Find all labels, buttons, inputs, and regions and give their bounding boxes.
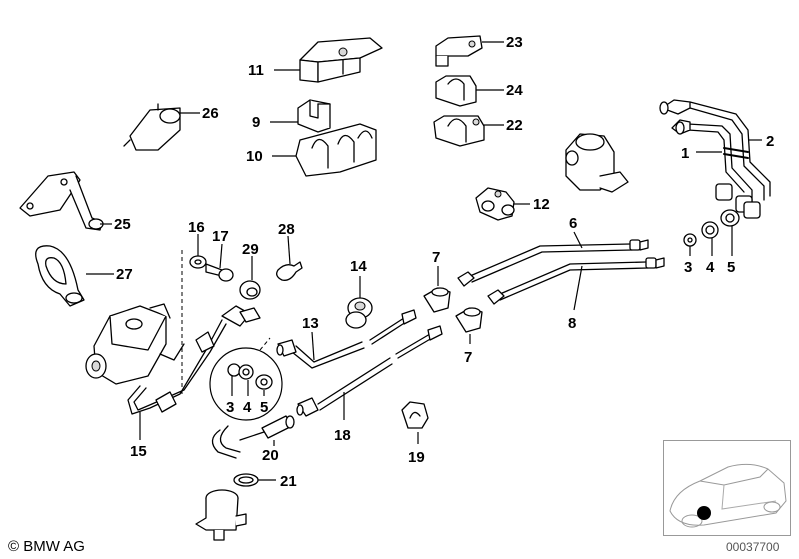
callout-27: 27 [116,266,133,283]
part-6-line [457,239,665,305]
abs-unit [85,303,171,385]
detail-circle [209,337,283,421]
valve-unit [565,133,629,193]
part-27-clamp [35,245,85,307]
part-16-washer [189,255,207,269]
callout-3: 3 [226,399,234,416]
callout-1: 1 [681,145,689,162]
part-1-2-brake-lines [659,99,771,219]
callout-7: 7 [432,249,440,266]
callout-4: 4 [243,399,252,416]
callout-16: 16 [188,219,205,236]
part-26-sensor [123,103,181,151]
vehicle-location-thumbnail [663,440,791,536]
callout-13: 13 [302,315,319,332]
callout-26: 26 [202,105,219,122]
callout-3: 3 [684,259,692,276]
callout-7: 7 [464,349,472,366]
part-24-clip [435,75,477,107]
part-11-cover [299,37,383,83]
part-7-fitting-upper [423,287,451,313]
part-29-nut [239,280,261,300]
callout-8: 8 [568,315,576,332]
callout-2: 2 [766,133,774,150]
location-marker-icon [697,506,711,520]
callout-29: 29 [242,241,259,258]
callout-12: 12 [533,196,550,213]
callout-25: 25 [114,216,131,233]
callout-11: 11 [248,62,264,79]
callout-5: 5 [727,259,735,276]
part-14-grommet [345,297,373,329]
part-12-connector [475,187,515,221]
part-25-holder [19,171,104,231]
part-7-fitting-lower [455,307,483,333]
callout-28: 28 [278,221,295,238]
callout-21: 21 [280,473,297,490]
callout-18: 18 [334,427,351,444]
callout-10: 10 [246,148,263,165]
part-28-clip [276,261,303,281]
part-20-hose [211,415,295,459]
callout-14: 14 [350,258,367,275]
callout-24: 24 [506,82,523,99]
copyright-text: © BMW AG [8,538,85,555]
part-23-cap [435,35,483,67]
part-15-line [127,305,261,415]
part-10-double-clip [295,123,377,177]
car-outline-icon [669,463,787,528]
callout-17: 17 [212,228,229,245]
part-19-clip [401,401,429,429]
diagram-code: 00037700 [726,540,780,554]
callout-6: 6 [569,215,577,232]
callout-23: 23 [506,34,523,51]
leader-13 [311,331,315,361]
part-9-clip [297,99,331,133]
leader-8 [573,265,583,311]
callout-5: 5 [260,399,268,416]
reservoir [195,489,247,541]
callout-15: 15 [130,443,147,460]
callout-19: 19 [408,449,425,466]
callout-20: 20 [262,447,279,464]
short-lines-middle [369,309,443,359]
callout-22: 22 [506,117,523,134]
leader-6 [573,231,583,249]
callout-4: 4 [706,259,715,276]
part-17-bolt [205,263,234,282]
callout-9: 9 [252,114,260,131]
leader-17 [219,243,223,269]
part-22-bracket [433,115,485,147]
part-13-line [276,339,365,369]
parts-3-4-5-right [683,209,740,247]
part-21-clamp [233,473,259,487]
leader-28 [287,235,291,265]
callout-labels: 1 2 3 4 5 3 4 5 6 7 7 8 9 10 11 12 13 14… [114,34,774,490]
part-18-line [296,357,393,417]
